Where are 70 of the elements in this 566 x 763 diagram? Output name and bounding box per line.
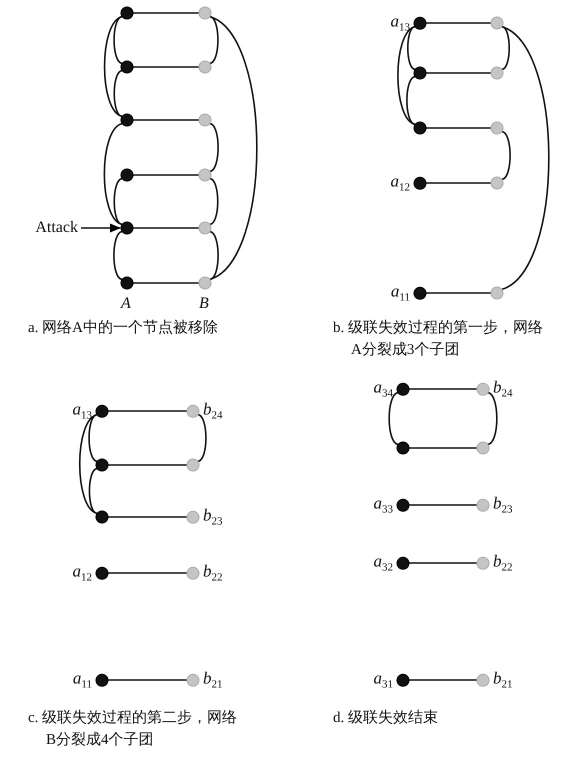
node-label: b$_{24}$ bbox=[203, 400, 222, 422]
annotation-label: Attack bbox=[35, 220, 78, 236]
connection-line bbox=[78, 414, 98, 514]
node-label: a$_{11}$ bbox=[72, 669, 92, 691]
node-label: a$_{32}$ bbox=[374, 552, 393, 574]
connection-line bbox=[108, 464, 187, 466]
connection-line bbox=[407, 26, 416, 70]
connection-line bbox=[209, 230, 219, 280]
connection-line bbox=[133, 119, 199, 121]
node-label: b$_{22}$ bbox=[203, 562, 222, 584]
panel-caption: c. 级联失效过程的第二步，网络B分裂成4个子团 bbox=[28, 708, 238, 750]
connection-line bbox=[501, 130, 511, 180]
node-label: a$_{12}$ bbox=[390, 172, 410, 194]
connection-line bbox=[133, 282, 199, 284]
connection-line bbox=[426, 127, 491, 129]
connection-line bbox=[409, 388, 477, 390]
node-label: a$_{13}$ bbox=[72, 400, 92, 422]
connection-line bbox=[426, 292, 491, 294]
node-label: b$_{23}$ bbox=[203, 506, 222, 528]
column-label: A bbox=[121, 294, 131, 314]
connection-line bbox=[409, 562, 477, 564]
connection-line bbox=[113, 230, 123, 280]
node-label: a$_{13}$ bbox=[390, 12, 410, 34]
connection-line bbox=[88, 414, 98, 462]
connection-line bbox=[209, 16, 219, 64]
node-label: b$_{23}$ bbox=[493, 494, 512, 516]
connection-line bbox=[409, 447, 477, 449]
connection-line bbox=[197, 414, 207, 462]
connection-line bbox=[133, 12, 199, 14]
connection-line bbox=[108, 679, 187, 681]
connection-line bbox=[104, 122, 123, 226]
node-label: b$_{21}$ bbox=[493, 669, 512, 691]
connection-line bbox=[501, 26, 550, 290]
node-label: a$_{12}$ bbox=[72, 562, 92, 584]
node-label: a$_{33}$ bbox=[374, 494, 393, 516]
connection-line bbox=[406, 76, 416, 126]
panel-caption: b. 级联失效过程的第一步，网络A分裂成3个子团 bbox=[333, 318, 544, 360]
connection-line bbox=[209, 122, 219, 172]
connection-line bbox=[104, 16, 123, 118]
connection-line bbox=[113, 16, 123, 64]
connection-line bbox=[426, 182, 491, 184]
connection-line bbox=[502, 26, 510, 70]
connection-line bbox=[133, 227, 199, 229]
connection-line bbox=[409, 504, 477, 506]
connection-line bbox=[114, 178, 123, 226]
panel-caption: a. 网络A中的一个节点被移除 bbox=[28, 318, 218, 338]
node-label: a$_{11}$ bbox=[390, 282, 410, 304]
connection-line bbox=[133, 174, 199, 176]
node-label: b$_{22}$ bbox=[493, 552, 512, 574]
connection-line bbox=[426, 22, 491, 24]
node-label: b$_{24}$ bbox=[493, 378, 512, 400]
connection-line bbox=[388, 392, 399, 446]
connection-line bbox=[108, 410, 187, 412]
connection-line bbox=[487, 392, 498, 446]
node-label: a$_{34}$ bbox=[374, 378, 393, 400]
connection-line bbox=[114, 70, 123, 118]
panel-caption: d. 级联失效结束 bbox=[333, 708, 438, 728]
connection-line bbox=[108, 516, 187, 518]
connection-line bbox=[397, 26, 416, 126]
connection-line bbox=[88, 468, 98, 514]
node-label: a$_{31}$ bbox=[374, 669, 393, 691]
column-label: B bbox=[199, 294, 209, 314]
connection-line bbox=[409, 679, 477, 681]
connection-line bbox=[209, 178, 219, 226]
arrow bbox=[81, 224, 122, 232]
connection-line bbox=[209, 16, 258, 280]
connection-line bbox=[426, 72, 491, 74]
connection-line bbox=[108, 572, 187, 574]
connection-line bbox=[133, 66, 199, 68]
node-label: b$_{21}$ bbox=[203, 669, 222, 691]
